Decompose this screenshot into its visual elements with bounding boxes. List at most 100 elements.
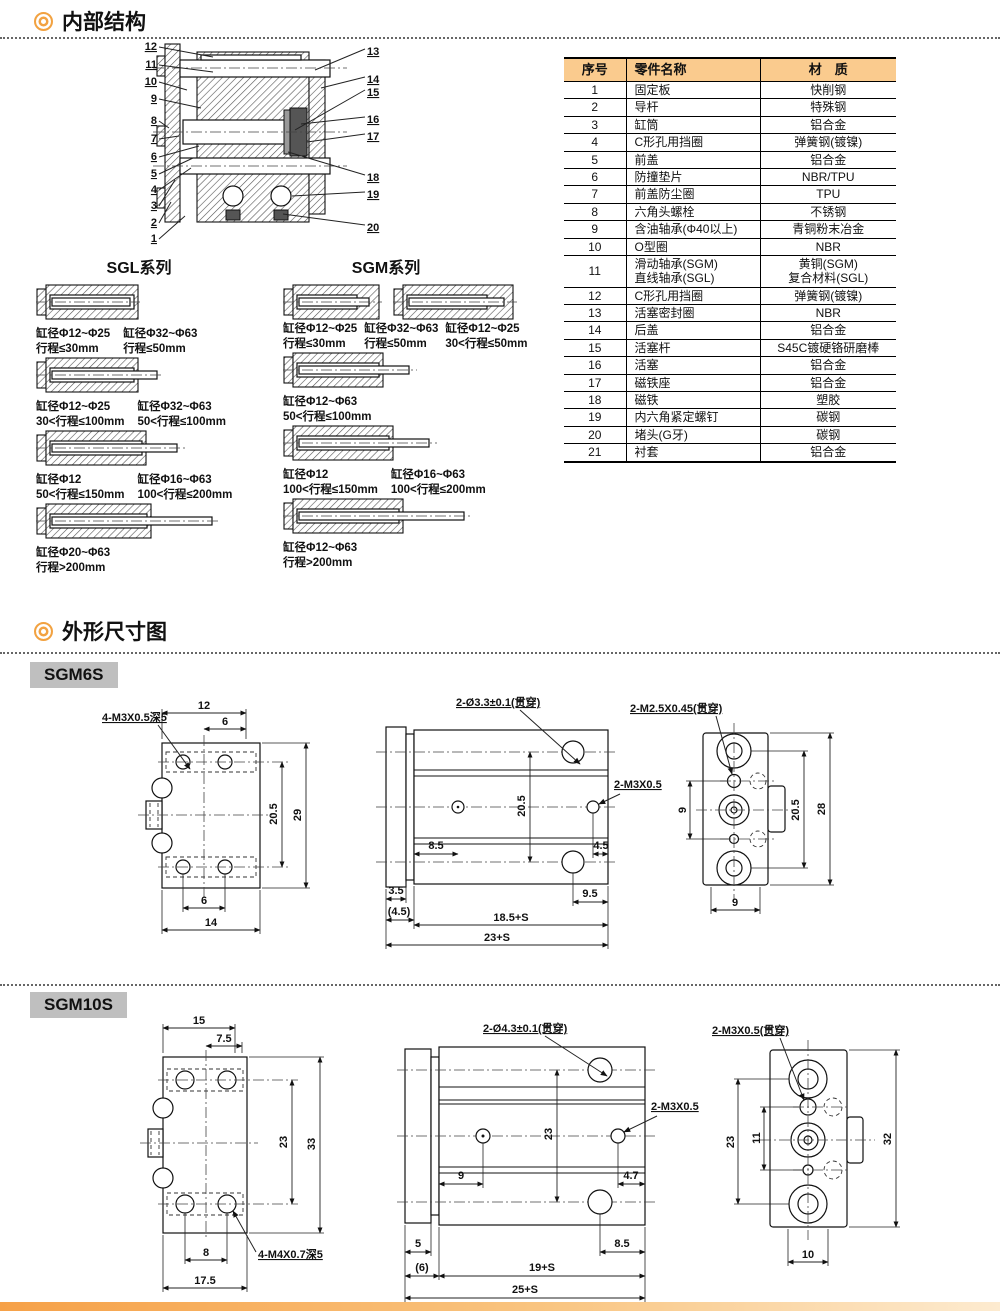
front-view-outline	[138, 735, 288, 897]
callout-number: 5	[151, 168, 157, 180]
sgm6s-side-view: 2-Ø3.3±0.1(贯穿) 20.5 8.5 4.5 2-M3X0.5 3.5…	[376, 695, 662, 949]
callout-number: 17	[367, 131, 379, 143]
callout-number: 4	[151, 184, 158, 196]
divider	[0, 652, 1000, 654]
dim-label: 6	[222, 716, 228, 728]
part-no: 20	[564, 425, 627, 444]
dim-label: 29	[292, 809, 304, 821]
part-no: 3	[564, 115, 627, 134]
dim-label: 32	[882, 1133, 894, 1145]
part-no: 14	[564, 321, 627, 340]
thread-label: 2-M3X0.5(贯穿)	[712, 1023, 789, 1037]
table-row: 9 含油轴承(Φ40以上) 青铜粉末冶金	[564, 220, 896, 239]
parts-table: 序号 零件名称 材 质 1 固定板 快削钢 2 导杆 特殊钢 3 缸筒 铝合金	[564, 57, 896, 463]
part-material: NBR/TPU	[760, 167, 896, 186]
part-name: 防撞垫片	[626, 167, 761, 186]
thread-label: 4-M4X0.7深5	[258, 1247, 323, 1261]
end-view-outline	[696, 723, 796, 900]
part-material: 弹簧钢(镀镍)	[760, 133, 896, 152]
front-view-outline	[140, 1050, 298, 1240]
divider	[0, 984, 1000, 986]
table-row: 14 后盖 铝合金	[564, 321, 896, 340]
side-view-dimensions: 2-Ø4.3±0.1(贯穿) 23 9 4.7 2-M3X0.5 5 (6) 8…	[404, 1021, 699, 1302]
part-no: 12	[564, 286, 627, 305]
dim-label: 8.5	[428, 840, 443, 852]
part-name: 含油轴承(Φ40以上)	[626, 220, 761, 239]
end-view-outline	[760, 1040, 875, 1240]
table-row: 13 活塞密封圈 NBR	[564, 304, 896, 322]
part-material: 弹簧钢(镀镍)	[760, 286, 896, 305]
sgm10s-front-view: 15 7.5 23 33 8 17.5 4-M4X0.7深5	[140, 1015, 324, 1292]
col-header-material: 材 质	[760, 57, 896, 82]
series-diagram	[283, 425, 437, 461]
part-material: 青铜粉末冶金	[760, 220, 896, 239]
part-no: 2	[564, 98, 627, 117]
front-view-dimensions: 15 7.5 23 33 8 17.5 4-M4X0.7深5	[162, 1015, 324, 1292]
sgl-series-title: SGL系列	[106, 260, 172, 277]
part-material: 黄铜(SGM) 复合材料(SGL)	[760, 254, 896, 288]
thread-label: 2-M2.5X0.45(贯穿)	[630, 701, 723, 715]
thread-label: 4-M3X0.5深5	[102, 710, 167, 724]
part-no: 8	[564, 202, 627, 221]
section-internal-structure-header: 内部结构	[34, 6, 146, 36]
part-name: 前盖	[626, 150, 761, 169]
table-row: 18 磁铁 塑胶	[564, 391, 896, 409]
part-material: S45C镀硬铬研磨棒	[760, 338, 896, 357]
part-no: 6	[564, 167, 627, 186]
part-no: 16	[564, 356, 627, 375]
series-diagram	[283, 284, 382, 320]
table-row: 21 衬套 铝合金	[564, 443, 896, 462]
part-material: 铝合金	[760, 150, 896, 169]
callout-numbers: 12 11 10 9 8 7 6 5 4 3 2 1 13 14 15 16 1…	[145, 41, 380, 245]
dim-label: 8.5	[614, 1238, 629, 1250]
part-no: 5	[564, 150, 627, 169]
dim-label: 23	[725, 1136, 737, 1148]
part-material: NBR	[760, 304, 896, 322]
dim-label: 23+S	[484, 932, 510, 944]
internal-structure-diagram: 12 11 10 9 8 7 6 5 4 3 2 1 13 14 15 16 1…	[145, 41, 380, 245]
part-name: 衬套	[626, 443, 761, 462]
dim-label: 23	[278, 1136, 290, 1148]
series-diagram	[36, 503, 220, 539]
part-material: 塑胶	[760, 391, 896, 409]
thread-label: 2-Ø4.3±0.1(贯穿)	[483, 1021, 568, 1035]
table-row: 10 O型圈 NBR	[564, 237, 896, 256]
model-label-sgm6s: SGM6S	[30, 662, 118, 688]
callout-number: 12	[145, 41, 157, 53]
callout-number: 11	[145, 59, 157, 71]
part-no: 11	[564, 254, 627, 288]
part-no: 9	[564, 220, 627, 239]
model-label-sgm10s: SGM10S	[30, 992, 127, 1018]
section-title: 外形尺寸图	[62, 621, 167, 644]
dim-label: 9	[677, 807, 689, 813]
series-diagram	[283, 498, 472, 534]
dim-label: 10	[802, 1249, 814, 1261]
part-name: C形孔用挡圈	[626, 133, 761, 152]
part-material: 不锈钢	[760, 202, 896, 221]
part-material: TPU	[760, 185, 896, 204]
table-row: 7 前盖防尘圈 TPU	[564, 185, 896, 204]
dim-label: 33	[306, 1138, 318, 1150]
part-name: 活塞密封圈	[626, 304, 761, 322]
callout-number: 1	[151, 233, 157, 245]
col-header-no: 序号	[564, 57, 627, 82]
dim-label: 15	[193, 1015, 205, 1027]
dim-label: (4.5)	[388, 906, 411, 918]
part-no: 21	[564, 443, 627, 462]
callout-number: 14	[367, 74, 380, 86]
part-no: 19	[564, 408, 627, 427]
dim-label: (6)	[415, 1262, 429, 1274]
part-material: 特殊钢	[760, 98, 896, 117]
dim-label: 4.5	[593, 840, 608, 852]
callout-number: 10	[145, 76, 157, 88]
